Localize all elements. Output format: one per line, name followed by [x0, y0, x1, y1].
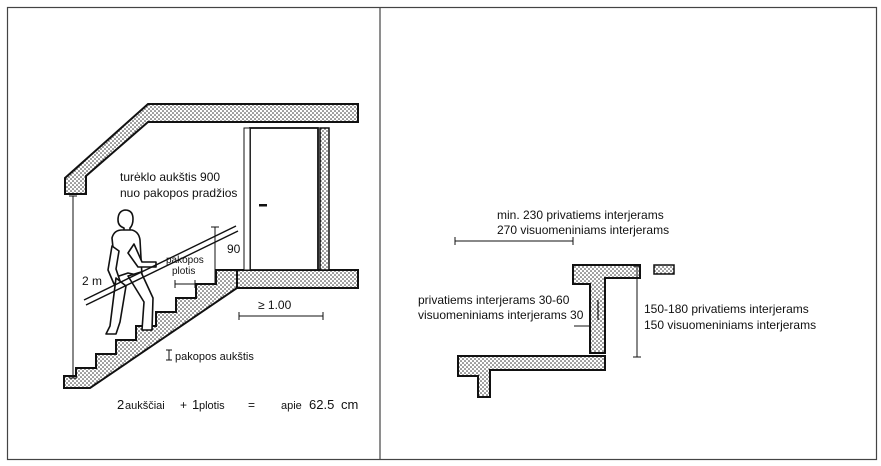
right-step-detail: min. 230 privatiems interjerams 270 visu…	[418, 208, 816, 398]
ceiling-slab	[64, 103, 359, 195]
formula-unit: cm	[341, 397, 358, 412]
formula-term-width: plotis	[199, 400, 225, 412]
handrail-height-label: turėklo aukštis 900	[120, 170, 220, 184]
lower-step	[457, 355, 606, 398]
formula-coef-1: 1	[192, 397, 199, 412]
height-90-label: 90	[227, 242, 241, 256]
formula-approx: apie	[281, 400, 302, 412]
nosing-label: privatiems interjerams 30-60	[418, 293, 570, 307]
wall-jamb	[243, 127, 251, 271]
upper-landing-slab	[236, 269, 359, 289]
tread-depth-sublabel: 270 visuomeniniams interjerams	[497, 223, 669, 237]
door-handle	[259, 204, 267, 207]
left-staircase-diagram: turėklo aukštis 900 nuo pakopos pradžios…	[63, 103, 359, 412]
riser-height-marker	[166, 349, 172, 361]
handrail	[83, 225, 239, 306]
upper-tread-fragment	[653, 264, 675, 275]
upper-step	[572, 264, 641, 354]
rise-label: 150-180 privatiems interjerams	[644, 302, 809, 316]
formula-term-heights: aukščiai	[125, 400, 165, 412]
nosing-sublabel: visuomeniniams interjerams 30	[418, 308, 584, 322]
tread-width-sublabel: plotis	[172, 266, 195, 277]
outer-frame	[6, 6, 878, 461]
handrail-height-sublabel: nuo pakopos pradžios	[120, 186, 237, 200]
formula-value: 62.5	[309, 397, 334, 412]
person-figure	[105, 209, 157, 335]
formula-plus: +	[180, 398, 187, 412]
rise-sublabel: 150 visuomeniniams interjerams	[644, 318, 816, 332]
tread-depth-label: min. 230 privatiems interjerams	[497, 208, 664, 222]
tread-width-label: pakopos	[166, 255, 204, 266]
height-2m-label: 2 m	[82, 274, 102, 288]
formula-coef-2: 2	[117, 397, 124, 412]
landing-width-label: ≥ 1.00	[258, 298, 292, 312]
riser-height-label: pakopos aukštis	[175, 351, 254, 363]
formula-equals: =	[248, 398, 255, 412]
door	[249, 127, 319, 271]
step-formula: 2 aukščiai + 1 plotis = apie 62.5 cm	[117, 397, 358, 412]
door-frame	[319, 127, 330, 271]
